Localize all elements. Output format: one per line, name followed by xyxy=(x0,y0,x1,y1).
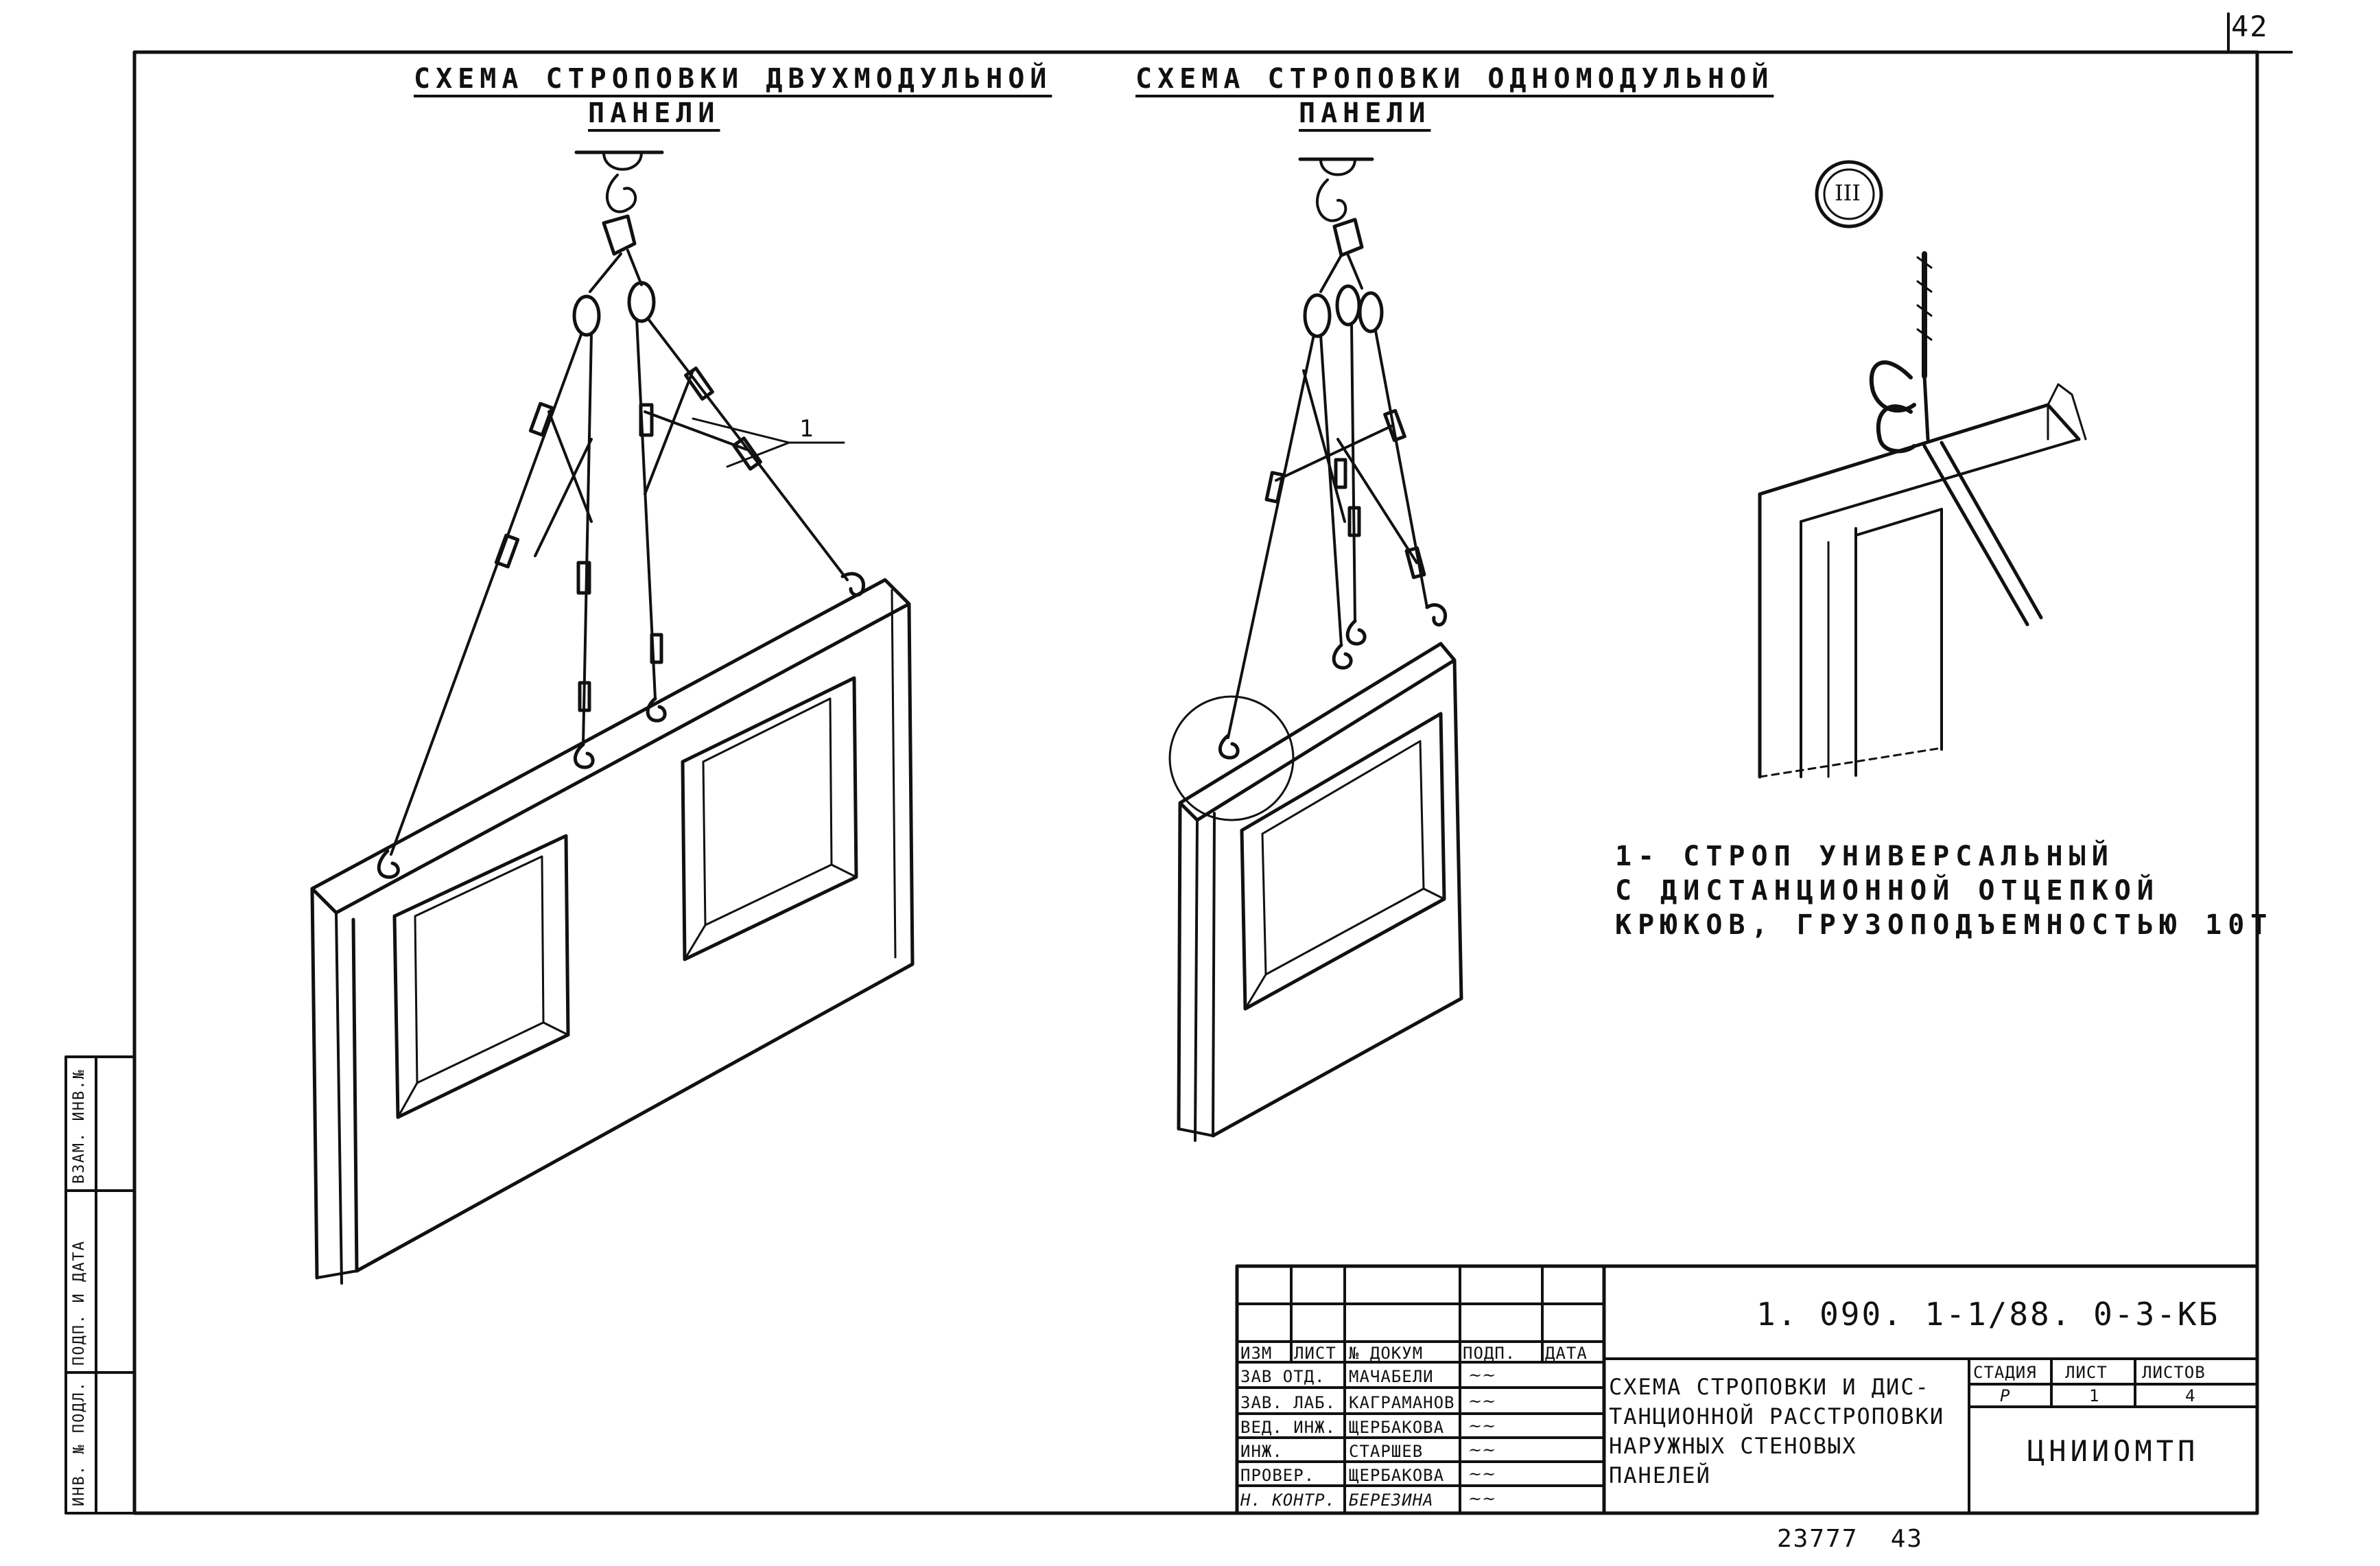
stage-value: Р xyxy=(2000,1386,2011,1405)
side-stamp-grid xyxy=(64,1055,136,1515)
title-block-grid xyxy=(1235,1264,2259,1515)
sling-callout-number: 1 xyxy=(799,415,816,443)
footer-number: 23777 43 xyxy=(1777,1525,1924,1553)
stage-header: Стадия xyxy=(1973,1363,2037,1382)
detail-iii xyxy=(1758,160,2087,779)
sheet-title-line1: Схема строповки и дис- xyxy=(1609,1374,1930,1400)
single-scheme-title-line2: панели xyxy=(1299,97,1431,129)
staff-role: Зав отд. xyxy=(1240,1367,1326,1386)
staff-role: Н. контр. xyxy=(1240,1491,1336,1510)
tb-header-izm: Изм xyxy=(1240,1344,1273,1363)
detail-marker: III xyxy=(1835,180,1861,206)
side-stamp-inv-no: Инв. № подл. xyxy=(71,1381,88,1506)
staff-signature: ~~ xyxy=(1468,1416,1496,1436)
sheet-title-line3: наружных стеновых xyxy=(1609,1433,1857,1459)
double-sling xyxy=(377,150,866,879)
tb-header-list: Лист xyxy=(1294,1344,1336,1363)
staff-signature: ~~ xyxy=(1468,1489,1496,1508)
legend-line1: 1- строп универсальный xyxy=(1615,841,2114,872)
side-stamp-replaced-inv: Взам. инв.№ xyxy=(71,1068,88,1184)
staff-signature: ~~ xyxy=(1468,1366,1496,1385)
staff-role: Инж. xyxy=(1240,1442,1283,1461)
staff-signature: ~~ xyxy=(1468,1392,1496,1411)
double-scheme-title-line1: Схема строповки двухмодульной xyxy=(414,63,1052,95)
sheets-total-header: Листов xyxy=(2142,1363,2206,1382)
sheet-header: Лист xyxy=(2065,1363,2108,1382)
side-stamp-sign-date: Подп. и дата xyxy=(71,1240,88,1366)
staff-role: Зав. лаб. xyxy=(1240,1393,1336,1412)
tb-header-sign: Подп. xyxy=(1463,1344,1516,1363)
sheet-frame xyxy=(132,50,2259,1515)
staff-name: Щербакова xyxy=(1349,1418,1445,1437)
staff-name: Старшев xyxy=(1349,1442,1424,1461)
double-panel xyxy=(310,578,915,1285)
staff-name: Щербакова xyxy=(1349,1466,1445,1485)
document-code: 1. 090. 1-1/88. 0-3-КБ xyxy=(1756,1296,2220,1333)
staff-signature: ~~ xyxy=(1468,1464,1496,1484)
legend-line3: крюков, грузоподъемностью 10т xyxy=(1615,909,2274,941)
sheets-total-value: 4 xyxy=(2185,1386,2196,1405)
organization-name: ЦНИИОМТП xyxy=(2027,1434,2200,1468)
single-scheme-title-line1: Схема строповки одномодульной xyxy=(1135,63,1774,95)
single-panel xyxy=(1168,642,1463,1142)
detail-circle xyxy=(1168,695,1295,821)
page-number: 42 xyxy=(2231,10,2269,43)
staff-signature: ~~ xyxy=(1468,1440,1496,1460)
staff-name: Мачабели xyxy=(1349,1367,1434,1386)
tb-header-date: Дата xyxy=(1545,1344,1588,1363)
single-sling xyxy=(1218,157,1448,760)
sheet-title-line2: танционной расстроповки xyxy=(1609,1403,1945,1429)
sheet-value: 1 xyxy=(2089,1386,2100,1405)
staff-role: Провер. xyxy=(1240,1466,1315,1485)
staff-name: Каграманов xyxy=(1349,1393,1455,1412)
tb-header-doc-no: № докум xyxy=(1349,1344,1424,1363)
double-scheme-title-line2: панели xyxy=(588,97,720,129)
staff-role: Вед. инж. xyxy=(1240,1418,1336,1437)
sheet-title-line4: панелей xyxy=(1609,1462,1711,1488)
staff-name: Березина xyxy=(1349,1491,1434,1510)
legend-line2: с дистанционной отцепкой xyxy=(1615,875,2160,907)
